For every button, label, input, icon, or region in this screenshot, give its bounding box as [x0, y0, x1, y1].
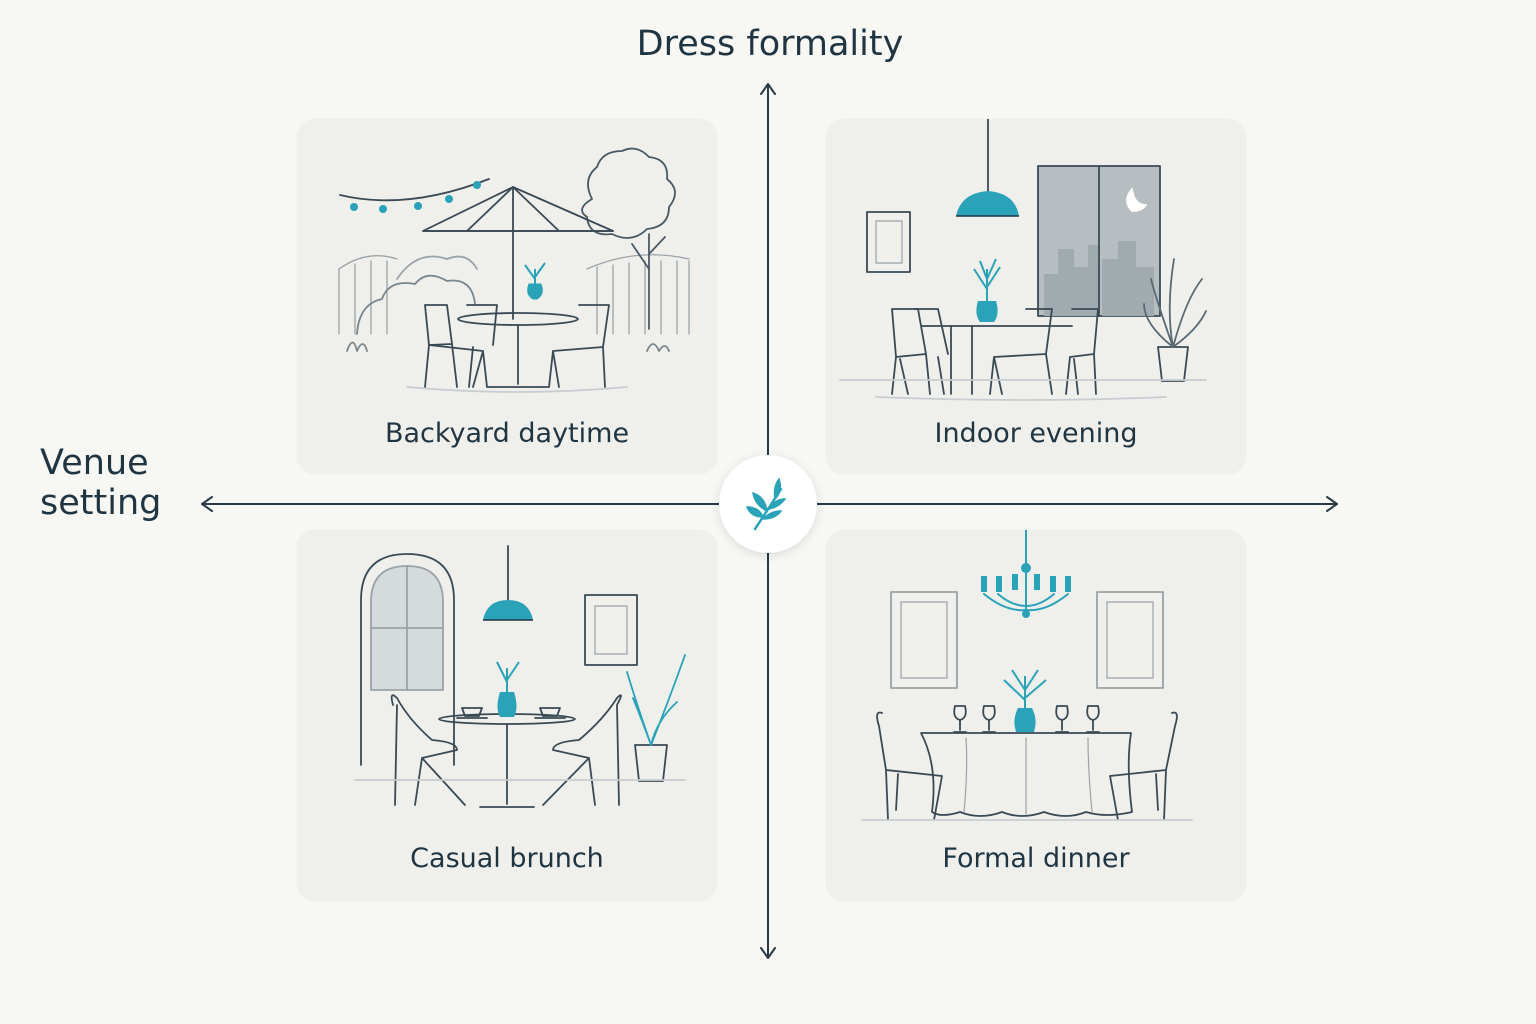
quadrant-casual-brunch: Casual brunch — [297, 530, 717, 901]
leaf-icon — [745, 477, 787, 531]
horizontal-axis-title: Venue setting — [40, 443, 162, 523]
quadrant-label-casual-brunch: Casual brunch — [410, 843, 604, 874]
formal-dinner-scene-illustration — [861, 530, 1193, 821]
horizontal-axis-arrow-right — [1326, 496, 1338, 512]
quadrant-backyard-daytime: Backyard daytime — [297, 119, 717, 474]
quadrant-formal-dinner: Formal dinner — [826, 530, 1246, 901]
vertical-axis-arrow-down — [760, 947, 776, 959]
casual-brunch-scene-illustration — [354, 545, 686, 808]
center-badge — [719, 455, 817, 553]
backyard-scene-illustration — [338, 147, 690, 393]
indoor-evening-scene-illustration — [839, 119, 1207, 401]
quadrant-label-formal-dinner: Formal dinner — [942, 843, 1130, 874]
quadrant-indoor-evening: Indoor evening — [826, 119, 1246, 474]
vertical-axis-arrow-up — [760, 83, 776, 95]
horizontal-axis-arrow-left — [201, 496, 213, 512]
vertical-axis-title: Dress formality — [636, 24, 904, 64]
quadrant-label-indoor-evening: Indoor evening — [934, 418, 1138, 449]
quadrant-label-backyard-daytime: Backyard daytime — [384, 418, 630, 449]
